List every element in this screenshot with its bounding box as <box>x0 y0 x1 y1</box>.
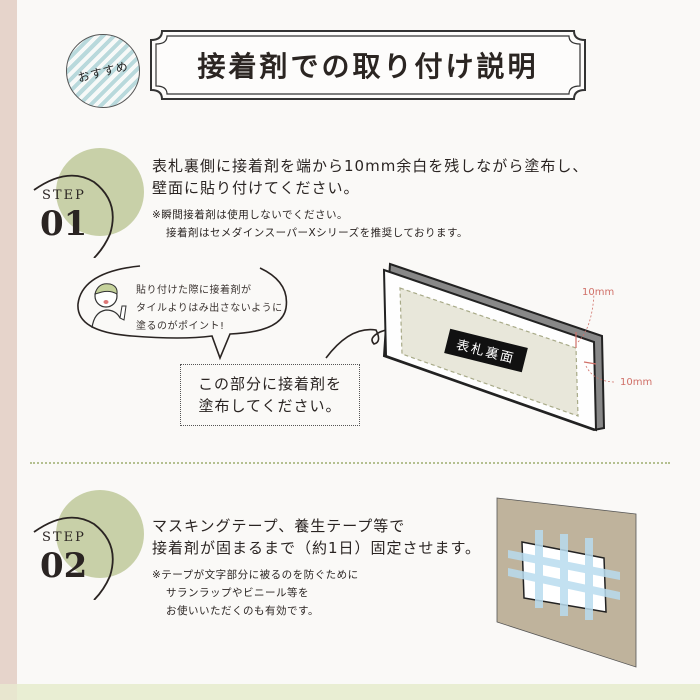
step-02-instruction: マスキングテープ、養生テープ等で 接着剤が固まるまで（約1日）固定させます。 <box>152 517 482 557</box>
step-01-marker: STEP 01 <box>28 148 148 258</box>
step-arc-icon <box>33 516 114 600</box>
margin-top-label: 10mm <box>582 287 615 298</box>
page-title: 接着剤での取り付け説明 <box>197 50 539 83</box>
title-frame: 接着剤での取り付け説明 <box>148 28 588 102</box>
step-label: STEP <box>42 530 86 545</box>
section-divider <box>30 462 670 464</box>
margin-side-label: 10mm <box>620 377 653 388</box>
recommend-badge: おすすめ <box>66 34 140 108</box>
step-label: STEP <box>42 188 86 203</box>
step-circle <box>56 148 144 236</box>
callout-box: この部分に接着剤を 塗布してください。 <box>180 364 360 426</box>
step-01-instruction: 表札裏側に接着剤を端から10mm余白を残しながら塗布し、 壁面に貼り付けてくださ… <box>152 157 589 197</box>
step-02-marker: STEP 02 <box>28 490 148 600</box>
tape-fixing-diagram-icon <box>496 497 637 668</box>
step-circle <box>56 490 144 578</box>
speech-bubble-icon <box>77 265 288 361</box>
left-decorative-strip <box>0 0 17 700</box>
badge-label: おすすめ <box>76 58 131 85</box>
bottom-band <box>0 684 700 700</box>
step-number: 01 <box>40 204 88 244</box>
character-illustration-icon <box>91 283 127 329</box>
step-01-note: ※瞬間接着剤は使用しないでください。 接着剤はセメダインスーパーXシリーズを推奨… <box>152 209 468 239</box>
title-frame-border-icon <box>150 30 586 100</box>
speech-bubble-text: 貼り付けた際に接着剤が タイルよりはみ出さないように 塗るのがポイント! <box>136 285 283 332</box>
step-number: 02 <box>40 546 88 586</box>
step-arc-icon <box>33 174 114 258</box>
step-02-note: ※テープが文字部分に被るのを防ぐために サランラップやビニール等を お使いいただ… <box>152 569 359 617</box>
